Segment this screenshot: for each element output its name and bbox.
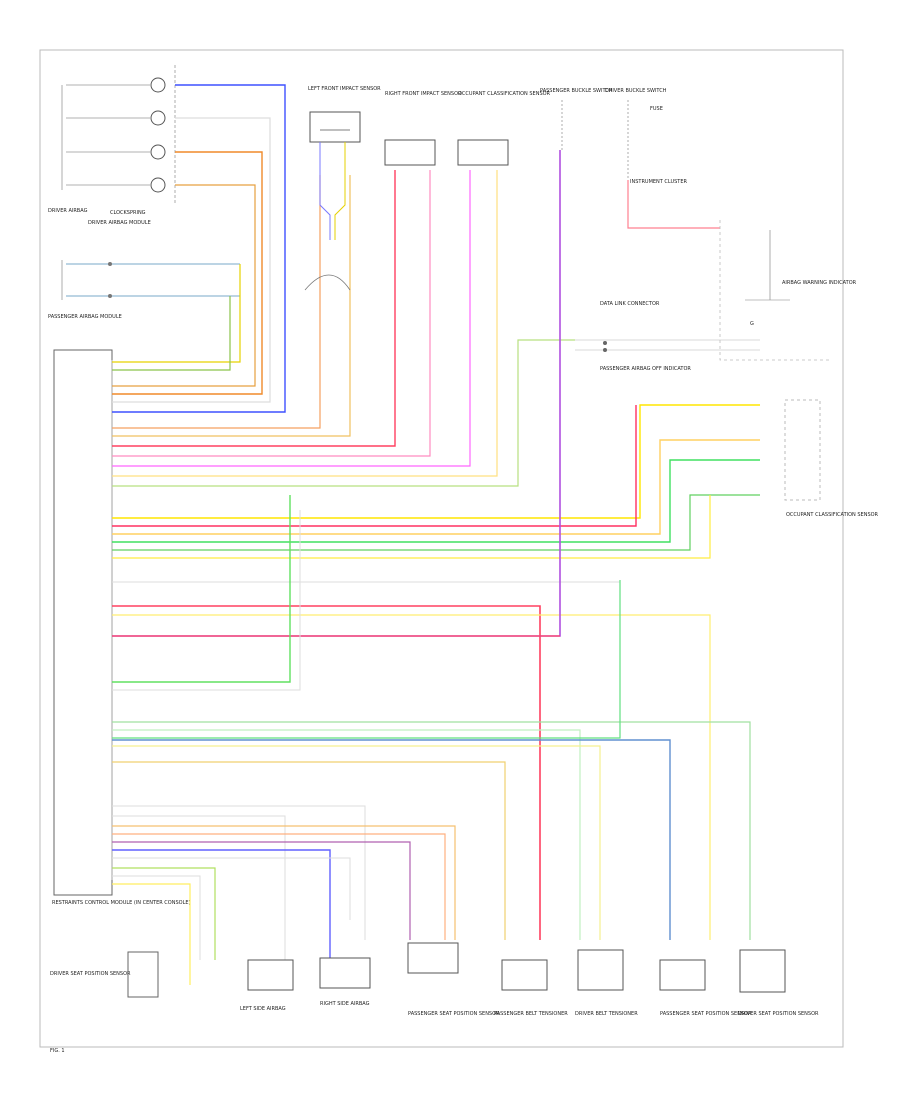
left-side-airbag-label: LEFT SIDE AIRBAG	[240, 1006, 286, 1012]
passenger-belt-tensioner-label: PASSENGER BELT TENSIONER	[494, 1011, 568, 1017]
srs-module-label: RESTRAINTS CONTROL MODULE (IN CENTER CON…	[52, 900, 191, 906]
passenger-airbag-label: PASSENGER AIRBAG MODULE	[48, 314, 122, 320]
data-link-label: DATA LINK CONNECTOR	[600, 301, 660, 307]
clockspring-group: DRIVER AIRBAG CLOCKSPRING DRIVER AIRBAG …	[48, 65, 176, 226]
pass-airbag-off-label: PASSENGER AIRBAG OFF INDICATOR	[600, 366, 691, 372]
driver-buckle-label: DRIVER BUCKLE SWITCH	[605, 88, 667, 94]
driver-airbag-label: DRIVER AIRBAG MODULE	[88, 220, 151, 226]
occupant-right-label: OCCUPANT CLASSIFICATION SENSOR	[786, 512, 879, 518]
instrument-cluster-label: INSTRUMENT CLUSTER	[630, 179, 688, 185]
driver-seat-pos-2-label: DRIVER SEAT POSITION SENSOR	[738, 1011, 819, 1017]
occupant-sensor-label: OCCUPANT CLASSIFICATION SENSOR	[458, 91, 551, 97]
right-front-sensor-label: RIGHT FRONT IMPACT SENSOR	[385, 91, 462, 97]
passenger-buckle-label: PASSENGER BUCKLE SWITCH	[540, 88, 613, 94]
footer-label: FIG. 1	[50, 1048, 65, 1054]
clockspring-sub: CLOCKSPRING	[110, 210, 146, 216]
driver-belt-tensioner-label: DRIVER BELT TENSIONER	[575, 1011, 638, 1017]
passenger-seat-pos-label: PASSENGER SEAT POSITION SENSOR	[408, 1011, 500, 1017]
fuse-label: FUSE	[650, 106, 663, 112]
passenger-airbag-connector: PASSENGER AIRBAG MODULE	[48, 260, 240, 320]
airbag-lamp-label: AIRBAG WARNING INDICATOR	[782, 280, 857, 286]
ground-label: G	[750, 321, 754, 327]
bottom-components: DRIVER SEAT POSITION SENSOR LEFT SIDE AI…	[50, 942, 819, 1017]
right-side-airbag-label: RIGHT SIDE AIRBAG	[320, 1001, 370, 1007]
wire-bundle	[112, 84, 760, 985]
driver-seat-pos-label: DRIVER SEAT POSITION SENSOR	[50, 971, 131, 977]
left-front-sensor-label: LEFT FRONT IMPACT SENSOR	[308, 86, 381, 92]
top-components: LEFT FRONT IMPACT SENSOR RIGHT FRONT IMP…	[304, 86, 879, 518]
passenger-seat-pos-2-label: PASSENGER SEAT POSITION SENSOR	[660, 1011, 752, 1017]
clockspring-title: DRIVER AIRBAG	[48, 208, 88, 214]
srs-module-box	[53, 349, 113, 896]
diagram-frame	[39, 49, 844, 1048]
